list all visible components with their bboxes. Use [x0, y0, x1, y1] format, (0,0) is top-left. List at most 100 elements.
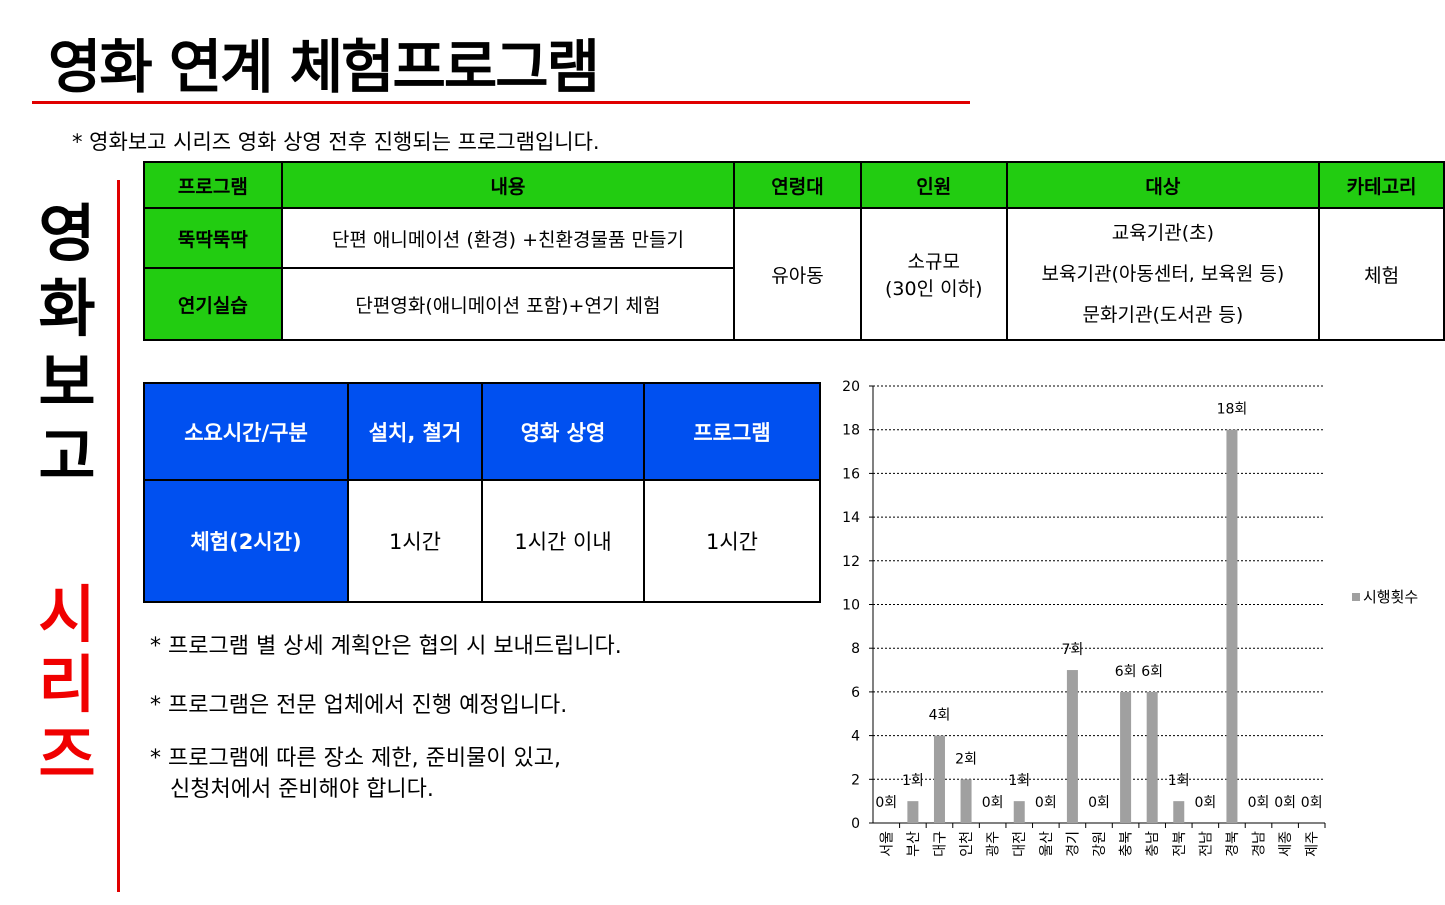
x-tick-label-text: 부산	[906, 831, 922, 857]
target-line: 교육기관(초)	[1111, 221, 1215, 244]
y-tick-label: 20	[842, 379, 860, 395]
chart-bar	[1066, 670, 1078, 823]
y-tick-label: 8	[851, 641, 860, 657]
note-text: * 프로그램에 따른 장소 제한, 준비물이 있고,	[150, 746, 562, 771]
program-name: 뚝딱뚝딱	[143, 207, 283, 269]
y-tick-label: 12	[842, 554, 860, 570]
program-name: 연기실습	[143, 267, 283, 341]
note-text: 신청처에서 준비해야 합니다.	[170, 777, 434, 802]
data-label: 0회	[875, 795, 897, 811]
title-underline	[32, 101, 970, 104]
data-label: 18회	[1217, 402, 1248, 418]
data-label: 4회	[929, 708, 951, 724]
data-label: 7회	[1062, 642, 1084, 658]
x-tick-label-text: 광주	[986, 831, 1002, 857]
chart-bar	[907, 801, 919, 823]
people-line: 소규모	[907, 251, 960, 273]
table-row: 체험(2시간) 1시간 1시간 이내 1시간	[143, 479, 821, 603]
target-line: 보육기관(아동센터, 보육원 등)	[1041, 262, 1285, 285]
time-table: 소요시간/구분 설치, 철거 영화 상영 프로그램 체험(2시간) 1시간 1시…	[143, 382, 821, 603]
x-tick-label-text: 대구	[932, 831, 948, 857]
chart-bar	[1013, 801, 1025, 823]
chart-bar	[1173, 801, 1185, 823]
x-tick-label-text: 세종	[1278, 831, 1294, 857]
chart-bar	[1120, 691, 1132, 823]
x-tick-label: 전남	[1198, 831, 1214, 857]
program-content: 단편영화(애니메이션 포함)+연기 체험	[280, 267, 736, 341]
legend-label: 시행횟수	[1363, 588, 1418, 606]
side-label-char-red: 즈	[38, 718, 96, 791]
y-tick-label: 4	[851, 729, 860, 745]
y-tick-label: 2	[851, 772, 860, 788]
data-label: 6회	[1141, 664, 1163, 680]
y-tick-label: 0	[851, 816, 860, 832]
header-age: 연령대	[733, 161, 862, 209]
header-content: 내용	[280, 161, 736, 209]
header-program: 프로그램	[143, 161, 283, 209]
header-target: 대상	[1005, 161, 1321, 209]
chart-bar	[960, 779, 972, 823]
people-cell: 소규모 (30인 이하)	[859, 207, 1008, 341]
x-tick-label-text: 경북	[1225, 831, 1241, 857]
x-tick-label: 전북	[1172, 831, 1188, 857]
side-label-char: 보	[38, 346, 96, 419]
y-tick-label: 14	[842, 510, 860, 526]
y-tick-label: 6	[851, 685, 860, 701]
header-people: 인원	[859, 161, 1008, 209]
x-tick-label: 서울	[879, 831, 895, 857]
x-tick-label: 충북	[1119, 831, 1135, 857]
side-divider-line	[117, 180, 120, 892]
x-tick-label: 세종	[1278, 831, 1294, 857]
data-label: 0회	[1035, 795, 1057, 811]
x-tick-label: 경기	[1065, 831, 1081, 857]
people-line: (30인 이하)	[885, 278, 983, 300]
x-tick-label: 대구	[932, 831, 948, 857]
program-table: 프로그램 내용 연령대 인원 대상 카테고리 뚝딱뚝딱 단편 애니메이션 (환경…	[143, 161, 1445, 341]
legend-swatch	[1352, 593, 1360, 601]
age-cell: 유아동	[733, 207, 862, 341]
chart-bar	[1226, 429, 1238, 823]
time-cell: 1시간	[643, 479, 821, 603]
note-text: * 프로그램 별 상세 계획안은 협의 시 보내드립니다.	[150, 634, 622, 659]
bar-chart: 024681012141618200회서울1회부산4회대구2회인천0회광주1회대…	[842, 379, 1418, 857]
x-tick-label: 경북	[1225, 831, 1241, 857]
x-tick-label-text: 대전	[1012, 831, 1028, 857]
x-tick-label: 강원	[1092, 831, 1108, 857]
x-tick-label-text: 전북	[1172, 831, 1188, 857]
x-tick-label-text: 제주	[1305, 831, 1321, 857]
x-tick-label-text: 경남	[1252, 831, 1268, 857]
data-label: 0회	[1088, 795, 1110, 811]
time-row-label: 체험(2시간)	[143, 479, 349, 603]
data-label: 1회	[1008, 773, 1030, 789]
data-label: 0회	[1274, 795, 1296, 811]
x-tick-label: 제주	[1305, 831, 1321, 857]
side-label-char: 화	[38, 272, 96, 345]
y-tick-label: 18	[842, 423, 860, 439]
data-label: 0회	[1301, 795, 1323, 811]
x-tick-label: 인천	[959, 831, 975, 857]
category-cell: 체험	[1318, 207, 1445, 341]
data-label: 1회	[902, 773, 924, 789]
x-tick-label-text: 충남	[1145, 831, 1161, 857]
table-row: 연기실습 단편영화(애니메이션 포함)+연기 체험	[143, 267, 1444, 341]
page-subtitle: * 영화보고 시리즈 영화 상영 전후 진행되는 프로그램입니다.	[72, 130, 600, 154]
time-cell: 1시간	[347, 479, 483, 603]
x-tick-label: 광주	[986, 831, 1002, 857]
time-header-cell: 프로그램	[643, 382, 821, 481]
table-row: 뚝딱뚝딱 단편 애니메이션 (환경) +친환경물품 만들기 유아동 소규모 (3…	[143, 207, 1445, 341]
data-label: 0회	[982, 795, 1004, 811]
target-line: 문화기관(도서관 등)	[1082, 303, 1244, 326]
x-tick-label: 울산	[1039, 831, 1055, 857]
chart-bar	[1146, 691, 1158, 823]
x-tick-label-text: 울산	[1039, 831, 1055, 857]
x-tick-label-text: 충북	[1119, 831, 1135, 857]
data-label: 6회	[1115, 664, 1137, 680]
program-content: 단편 애니메이션 (환경) +친환경물품 만들기	[280, 207, 736, 269]
x-tick-label-text: 경기	[1065, 831, 1081, 857]
note-text: * 프로그램은 전문 업체에서 진행 예정입니다.	[150, 693, 568, 718]
page-title: 영화 연계 체험프로그램	[48, 33, 600, 101]
y-tick-label: 16	[842, 466, 860, 482]
x-tick-label-text: 서울	[879, 831, 895, 857]
x-tick-label: 경남	[1252, 831, 1268, 857]
x-tick-label-text: 전남	[1198, 831, 1214, 857]
